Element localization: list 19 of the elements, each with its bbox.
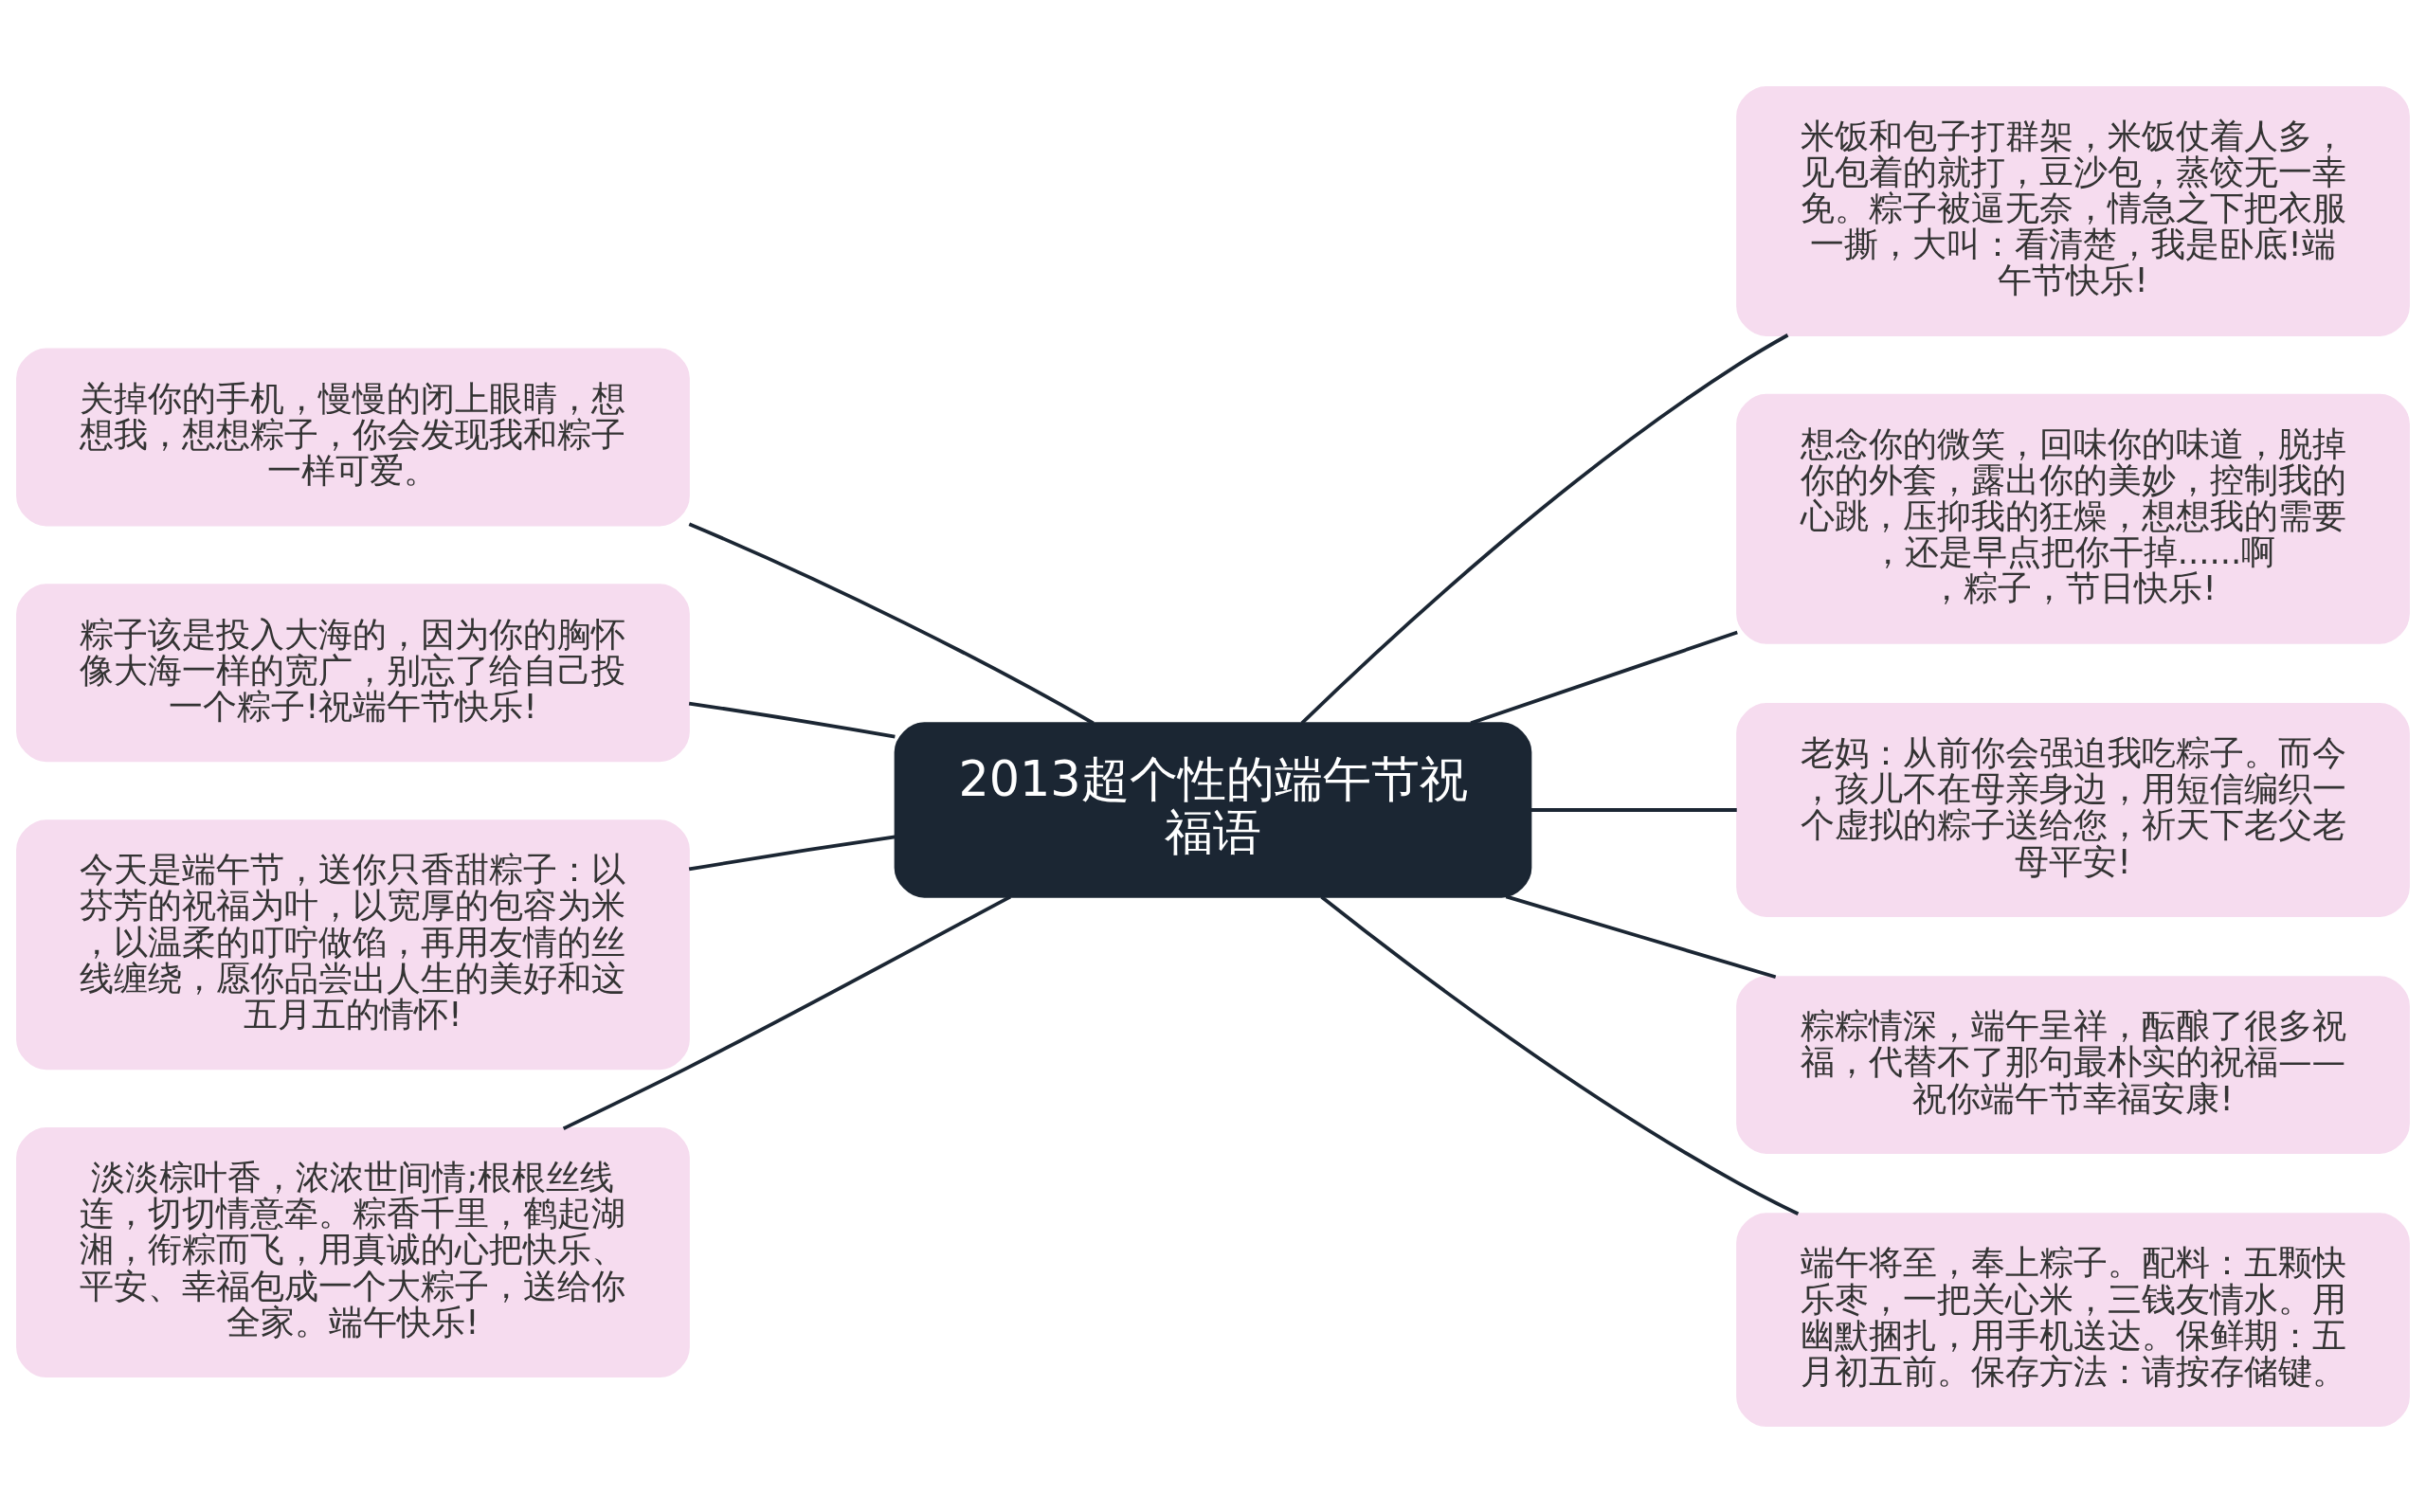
- connector: [1530, 807, 1737, 812]
- connector: [1470, 630, 1738, 725]
- node-box: 米饭和包子打群架，米饭仗着人多，见包着的就打，豆沙包，蒸饺无一幸免。粽子被逼无奈，情急之下把衣服一撕，大叫：看清楚，我是卧底!端午节快乐!: [1736, 85, 2410, 336]
- connector: [688, 835, 896, 871]
- node-box: 想念你的微笑，回味你的味道，脱掉你的外套，露出你的美妙，控制我的心跳，压抑我的狂燥，想想我的需要，还是早点把你干掉......啊，粽子，节日快乐!: [1736, 393, 2410, 644]
- connector: [1505, 894, 1777, 979]
- node-box: 今天是端午节，送你只香甜粽子：以芬芳的祝福为叶，以宽厚的包容为米，以温柔的叮咛做馅，再用友情的丝线缠绕，愿你品尝出人生的美好和这五月五的情怀!: [16, 819, 690, 1070]
- node-box: 老妈：从前你会强迫我吃粽子。而今，孩儿不在母亲身边，用短信编织一个虚拟的粽子送给您，祈天下老父老母平安!: [1736, 702, 2410, 917]
- connector: [688, 701, 896, 738]
- connector: [562, 894, 1012, 1130]
- connector: [1320, 894, 1800, 1215]
- node-box: 2013超个性的端午节祝福语: [894, 721, 1532, 898]
- node-box: 粽子该是投入大海的，因为你的胸怀像大海一样的宽广，别忘了给自己投一个粽子!祝端午节快乐!: [16, 583, 690, 762]
- node-box: 粽粽情深，端午呈祥，酝酿了很多祝福，代替不了那句最朴实的祝福——祝你端午节幸福安康!: [1736, 975, 2410, 1154]
- node-box: 关掉你的手机，慢慢的闭上眼睛，想想我，想想粽子，你会发现我和粽子一样可爱。: [16, 348, 690, 526]
- node-box: 淡淡棕叶香，浓浓世间情;根根丝线连，切切情意牵。粽香千里，鹤起湖湘，衔粽而飞，用真诚的心把快乐、平安、幸福包成一个大粽子，送给你全家。端午快乐!: [16, 1126, 690, 1377]
- connector: [688, 521, 1095, 725]
- node-box: 端午将至，奉上粽子。配料：五颗快乐枣，一把关心米，三钱友情水。用幽默捆扎，用手机送达。保鲜期：五月初五前。保存方法：请按存储键。: [1736, 1212, 2410, 1427]
- connector: [1300, 333, 1789, 725]
